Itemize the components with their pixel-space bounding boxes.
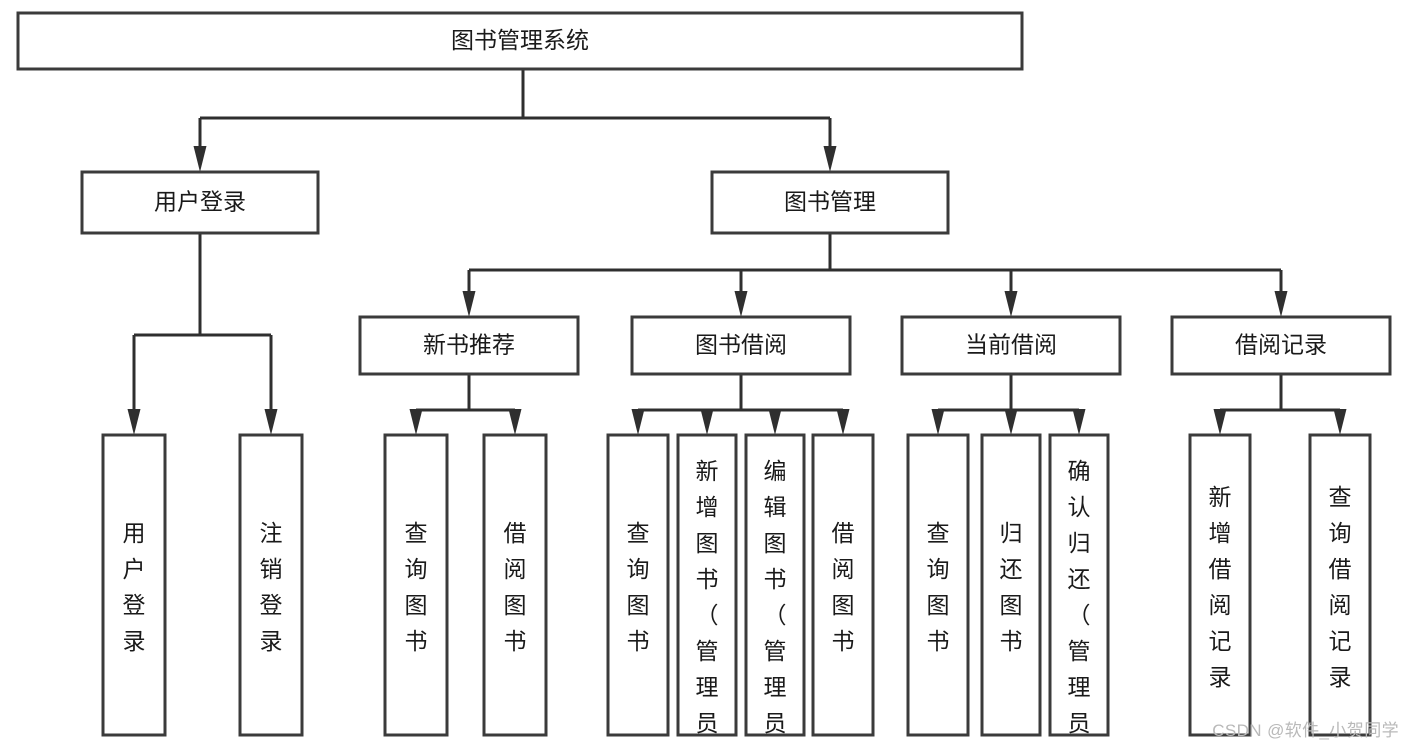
new-book-to-leaves-arrow-1 <box>508 409 522 435</box>
book-mgmt-to-level3-arrow-0 <box>462 291 476 317</box>
level2-node-0-box[interactable] <box>80 170 320 235</box>
leaf-node-4-label: 查询图书 <box>627 520 650 654</box>
root-node-book-management-system-box[interactable] <box>16 11 1024 71</box>
records-to-leaves-arrow-0 <box>1213 409 1227 435</box>
level3-node-1[interactable]: 图书借阅 <box>630 315 852 376</box>
level3-node-1-box[interactable] <box>630 315 852 376</box>
level3-node-2-box[interactable] <box>900 315 1122 376</box>
leaf-node-8-label: 查询图书 <box>927 520 950 654</box>
leaf-node-3-box[interactable] <box>482 433 548 737</box>
leaf-node-3-label: 借阅图书 <box>504 520 527 654</box>
leaf-node-10-label: 确认归还（管理员） <box>1068 458 1091 747</box>
records-to-leaves-arrow-1 <box>1333 409 1347 435</box>
new-book-to-leaves-arrow-0 <box>409 409 423 435</box>
leaf-node-4-box[interactable] <box>606 433 670 737</box>
connector-layer <box>127 69 1347 435</box>
leaf-node-12[interactable]: 查询借阅记录 <box>1308 433 1372 737</box>
leaf-node-0-label: 用户登录 <box>123 520 146 654</box>
leaf-node-5-box[interactable] <box>676 433 738 737</box>
leaf-node-10[interactable]: 确认归还（管理员） <box>1048 433 1110 747</box>
leaf-node-10-box[interactable] <box>1048 433 1110 737</box>
level3-node-2[interactable]: 当前借阅 <box>900 315 1122 376</box>
level2-node-1[interactable]: 图书管理 <box>710 170 950 235</box>
root-node-book-management-system[interactable]: 图书管理系统 <box>16 11 1024 71</box>
node-layer: 图书管理系统用户登录图书管理新书推荐图书借阅当前借阅借阅记录用户登录注销登录查询… <box>16 11 1392 747</box>
leaf-node-5[interactable]: 新增图书（管理员） <box>676 433 738 747</box>
root-to-level2-arrow-1 <box>823 146 837 172</box>
leaf-node-0-box[interactable] <box>101 433 167 737</box>
level2-node-0[interactable]: 用户登录 <box>80 170 320 235</box>
leaf-node-4[interactable]: 查询图书 <box>606 433 670 737</box>
leaf-node-0[interactable]: 用户登录 <box>101 433 167 737</box>
borrow-to-leaves-arrow-0 <box>631 409 645 435</box>
leaf-node-9-label: 归还图书 <box>1000 520 1023 654</box>
book-mgmt-to-level3-arrow-1 <box>734 291 748 317</box>
leaf-node-8-box[interactable] <box>906 433 970 737</box>
user-login-to-leaves-arrow-0 <box>127 409 141 435</box>
borrow-to-leaves-arrow-3 <box>836 409 850 435</box>
level3-node-1-label: 图书借阅 <box>695 332 787 358</box>
book-mgmt-to-level3-arrow-3 <box>1274 291 1288 317</box>
leaf-node-1-box[interactable] <box>238 433 304 737</box>
leaf-node-12-label: 查询借阅记录 <box>1329 484 1352 690</box>
level2-node-1-label: 图书管理 <box>784 189 876 215</box>
borrow-to-leaves-arrow-2 <box>768 409 782 435</box>
root-node-book-management-system-label: 图书管理系统 <box>451 27 589 53</box>
level2-node-0-label: 用户登录 <box>154 189 246 215</box>
leaf-node-5-label: 新增图书（管理员） <box>696 458 719 747</box>
leaf-node-7-label: 借阅图书 <box>832 520 855 654</box>
current-to-leaves-arrow-0 <box>931 409 945 435</box>
leaf-node-1[interactable]: 注销登录 <box>238 433 304 737</box>
leaf-node-11-box[interactable] <box>1188 433 1252 737</box>
leaf-node-2[interactable]: 查询图书 <box>383 433 449 737</box>
leaf-node-1-label: 注销登录 <box>260 520 283 654</box>
level3-node-3-label: 借阅记录 <box>1235 332 1327 358</box>
current-to-leaves-arrow-2 <box>1072 409 1086 435</box>
leaf-node-7-box[interactable] <box>811 433 875 737</box>
level3-node-0[interactable]: 新书推荐 <box>358 315 580 376</box>
current-to-leaves-arrow-1 <box>1004 409 1018 435</box>
leaf-node-2-box[interactable] <box>383 433 449 737</box>
leaf-node-6[interactable]: 编辑图书（管理员） <box>744 433 806 747</box>
level2-node-1-box[interactable] <box>710 170 950 235</box>
leaf-node-8[interactable]: 查询图书 <box>906 433 970 737</box>
leaf-node-11-label: 新增借阅记录 <box>1209 484 1232 690</box>
level3-node-3-box[interactable] <box>1170 315 1392 376</box>
leaf-node-6-box[interactable] <box>744 433 806 737</box>
leaf-node-3[interactable]: 借阅图书 <box>482 433 548 737</box>
level3-node-3[interactable]: 借阅记录 <box>1170 315 1392 376</box>
leaf-node-2-label: 查询图书 <box>405 520 428 654</box>
book-mgmt-to-level3-arrow-2 <box>1004 291 1018 317</box>
borrow-to-leaves-arrow-1 <box>700 409 714 435</box>
level3-node-0-label: 新书推荐 <box>423 332 515 358</box>
user-login-to-leaves-arrow-1 <box>264 409 278 435</box>
leaf-node-12-box[interactable] <box>1308 433 1372 737</box>
level3-node-0-box[interactable] <box>358 315 580 376</box>
leaf-node-7[interactable]: 借阅图书 <box>811 433 875 737</box>
leaf-node-9-box[interactable] <box>980 433 1042 737</box>
leaf-node-9[interactable]: 归还图书 <box>980 433 1042 737</box>
leaf-node-11[interactable]: 新增借阅记录 <box>1188 433 1252 737</box>
level3-node-2-label: 当前借阅 <box>965 332 1057 358</box>
root-to-level2-arrow-0 <box>193 146 207 172</box>
